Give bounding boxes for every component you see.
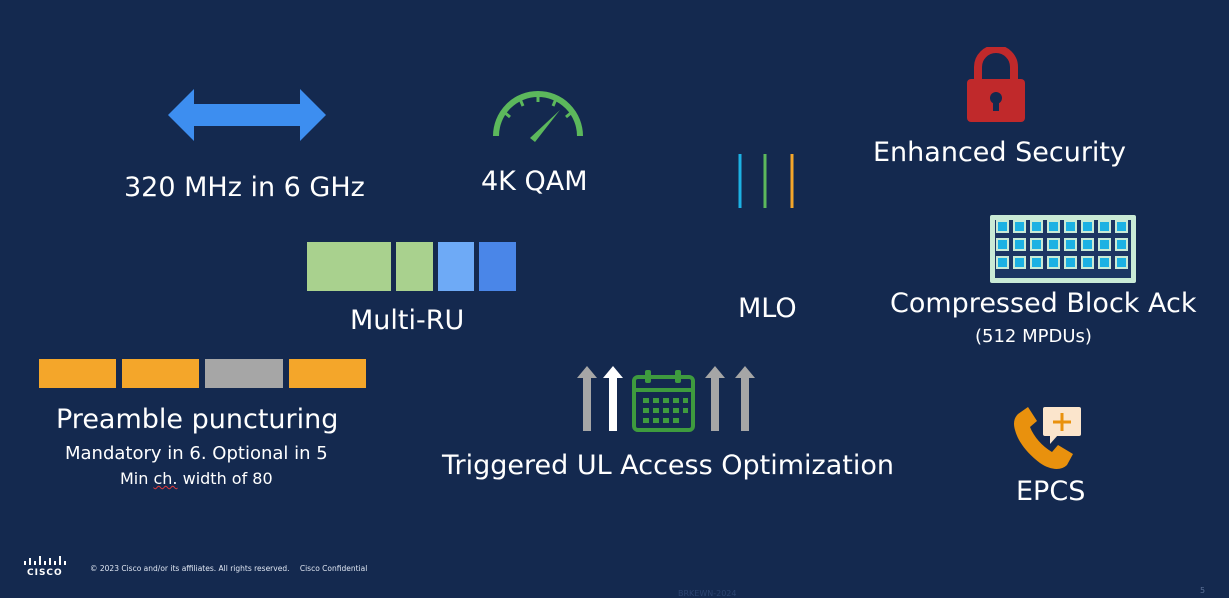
block-ack-cell <box>1081 220 1094 233</box>
block-ack-cell <box>1030 238 1043 251</box>
block-ack-sublabel: (512 MPDUs) <box>975 326 1092 347</box>
gauge-icon <box>493 91 583 142</box>
ru-block-3 <box>438 242 474 291</box>
preamble-line-2-a: Min <box>120 469 154 488</box>
block-ack-cell <box>1115 256 1128 269</box>
ru-block-1 <box>307 242 391 291</box>
block-ack-cell <box>1064 220 1077 233</box>
epcs-label: EPCS <box>1016 476 1086 507</box>
mlo-label: MLO <box>738 293 797 324</box>
block-ack-cell <box>1013 220 1026 233</box>
session-code: BRKEWN-2024 <box>678 589 737 598</box>
block-ack-cell <box>1115 238 1128 251</box>
block-ack-cell <box>1047 220 1060 233</box>
preamble-label: Preamble puncturing <box>56 404 339 435</box>
preamble-line-2: Min ch. width of 80 <box>120 469 273 488</box>
block-ack-cell <box>1064 256 1077 269</box>
block-ack-cell <box>996 220 1009 233</box>
block-ack-cell <box>1030 256 1043 269</box>
block-ack-cell <box>1081 256 1094 269</box>
block-ack-cell <box>996 238 1009 251</box>
block-ack-cell <box>1064 238 1077 251</box>
multi-ru-label: Multi-RU <box>350 305 465 336</box>
copyright-text: © 2023 Cisco and/or its affiliates. All … <box>90 564 290 573</box>
calendar-icon <box>632 370 695 432</box>
block-ack-cell <box>1030 220 1043 233</box>
preamble-block-1 <box>39 359 116 388</box>
confidential-text: Cisco Confidential <box>299 564 368 573</box>
bandwidth-label: 320 MHz in 6 GHz <box>124 172 365 203</box>
security-label: Enhanced Security <box>873 137 1126 168</box>
block-ack-cell <box>996 256 1009 269</box>
cisco-logo-icon <box>24 556 66 565</box>
block-ack-grid-icon <box>990 215 1136 283</box>
cisco-logo-text: CISCO <box>27 568 63 578</box>
block-ack-cell <box>1047 238 1060 251</box>
block-ack-cell <box>1047 256 1060 269</box>
block-ack-cell <box>1081 238 1094 251</box>
preamble-block-4 <box>289 359 366 388</box>
preamble-line-1: Mandatory in 6. Optional in 5 <box>65 443 328 464</box>
block-ack-cell <box>1098 256 1111 269</box>
lock-icon <box>967 47 1025 122</box>
qam-label: 4K QAM <box>481 166 588 197</box>
block-ack-label: Compressed Block Ack <box>890 288 1197 319</box>
block-ack-cell <box>1098 220 1111 233</box>
ru-block-2 <box>396 242 433 291</box>
preamble-line-2-c: width of 80 <box>177 469 273 488</box>
preamble-line-2-b: ch. <box>153 469 178 488</box>
block-ack-cell <box>1013 238 1026 251</box>
page-number: 5 <box>1200 586 1206 595</box>
triggered-ul-label: Triggered UL Access Optimization <box>442 450 894 481</box>
preamble-block-2 <box>122 359 199 388</box>
phone-icon <box>1014 407 1081 469</box>
block-ack-cell <box>1013 256 1026 269</box>
ru-block-4 <box>479 242 516 291</box>
footer: © 2023 Cisco and/or its affiliates. All … <box>90 564 375 573</box>
block-ack-cell <box>1115 220 1128 233</box>
block-ack-cell <box>1098 238 1111 251</box>
mlo-lines-icon <box>738 154 794 208</box>
preamble-block-punctured <box>205 359 283 388</box>
double-arrow-icon <box>168 89 326 141</box>
upload-arrows-icon <box>577 366 755 431</box>
